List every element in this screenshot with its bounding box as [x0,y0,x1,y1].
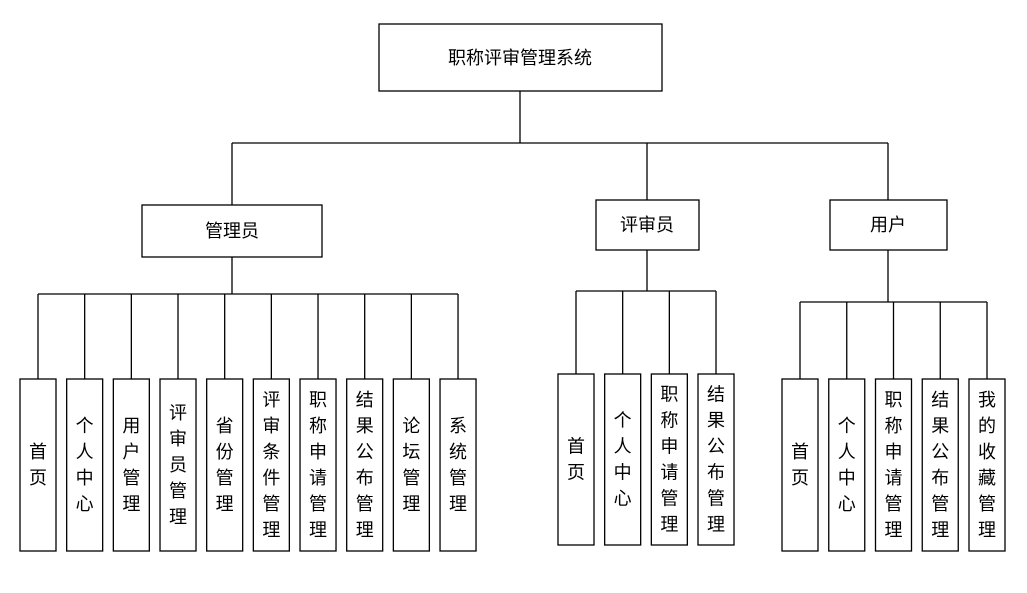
leaf-node-box [299,378,337,552]
leaf-node-label: 结果公布管理 [931,390,949,541]
root-node-label: 职称评审管理系统 [448,48,592,69]
leaf-node-box [392,378,431,552]
leaf-node-admin-2: 用户管理 [112,378,150,552]
leaf-node-admin-0: 首页 [19,378,57,552]
leaf-node-label: 结果公布管理 [356,390,374,541]
leaf-node-reviewer-3: 结果公布管理 [697,373,735,546]
leaf-node-box [874,378,913,552]
leaf-node-box [781,378,819,552]
leaf-node-box [439,378,477,552]
leaf-node-user-1: 个人中心 [828,378,866,552]
leaf-node-box [159,378,197,552]
leaf-node-label: 个人中心 [76,416,94,515]
leaf-node-reviewer-0: 首页 [557,373,595,546]
leaf-nodes: 首页 个人中心 用户管理 评审员管理 省份管理 评审条件管理 职称申请管理 结果公布管理 论坛管… [19,373,1006,552]
leaf-node-user-2: 职称申请管理 [874,378,913,552]
branch-node-user-label: 用户 [870,215,906,236]
branch-node-reviewer: 评审员 [595,199,700,251]
leaf-node-box [346,378,384,552]
leaf-node-label: 首页 [29,442,47,489]
leaf-node-label: 评审条件管理 [262,390,280,541]
leaf-node-reviewer-2: 职称申请管理 [650,373,688,546]
leaf-node-user-4: 我的收藏管理 [968,378,1006,552]
branch-node-reviewer-label: 评审员 [620,215,674,236]
leaf-node-admin-8: 论坛管理 [392,378,431,552]
leaf-node-box [206,378,244,552]
leaf-node-box [650,373,688,546]
branch-node-user: 用户 [829,199,948,251]
leaf-node-label: 省份管理 [216,416,234,515]
leaf-node-label: 我的收藏管理 [978,390,996,541]
branch-node-admin-label: 管理员 [205,221,259,242]
leaf-node-box [921,378,959,552]
leaf-node-admin-5: 评审条件管理 [252,378,291,552]
leaf-node-label: 系统管理 [449,416,467,515]
leaf-node-box [66,378,104,552]
branch-node-reviewer-box [595,199,700,251]
leaf-node-label: 职称申请管理 [309,390,327,541]
leaf-node-box [968,378,1006,552]
leaf-node-admin-3: 评审员管理 [159,378,197,552]
leaf-node-admin-1: 个人中心 [66,378,104,552]
leaf-node-label: 结果公布管理 [707,385,725,536]
leaf-node-admin-9: 系统管理 [439,378,477,552]
leaf-node-box [19,378,57,552]
branch-node-admin-box [141,204,323,258]
leaf-node-box [604,373,642,546]
leaf-node-label: 职称申请管理 [660,385,678,536]
leaf-node-label: 职称申请管理 [885,390,903,541]
leaf-node-admin-4: 省份管理 [206,378,244,552]
leaf-node-admin-7: 结果公布管理 [346,378,384,552]
leaf-node-box [697,373,735,546]
branch-node-admin: 管理员 [141,204,323,258]
connector-lines [37,91,988,379]
leaf-node-label: 个人中心 [614,411,632,510]
root-node: 职称评审管理系统 [378,23,663,92]
leaf-node-box [112,378,150,552]
leaf-node-box [557,373,595,546]
leaf-node-user-3: 结果公布管理 [921,378,959,552]
leaf-node-label: 用户管理 [122,416,140,515]
leaf-node-label: 评审员管理 [169,403,187,528]
leaf-node-admin-6: 职称申请管理 [299,378,337,552]
root-node-box [378,23,663,92]
leaf-node-reviewer-1: 个人中心 [604,373,642,546]
branch-node-user-box [829,199,948,251]
leaf-node-box [828,378,866,552]
leaf-node-user-0: 首页 [781,378,819,552]
leaf-node-label: 个人中心 [838,416,856,515]
leaf-node-label: 首页 [791,442,809,489]
leaf-node-label: 首页 [567,437,585,484]
leaf-node-box [252,378,291,552]
leaf-node-label: 论坛管理 [402,416,420,515]
